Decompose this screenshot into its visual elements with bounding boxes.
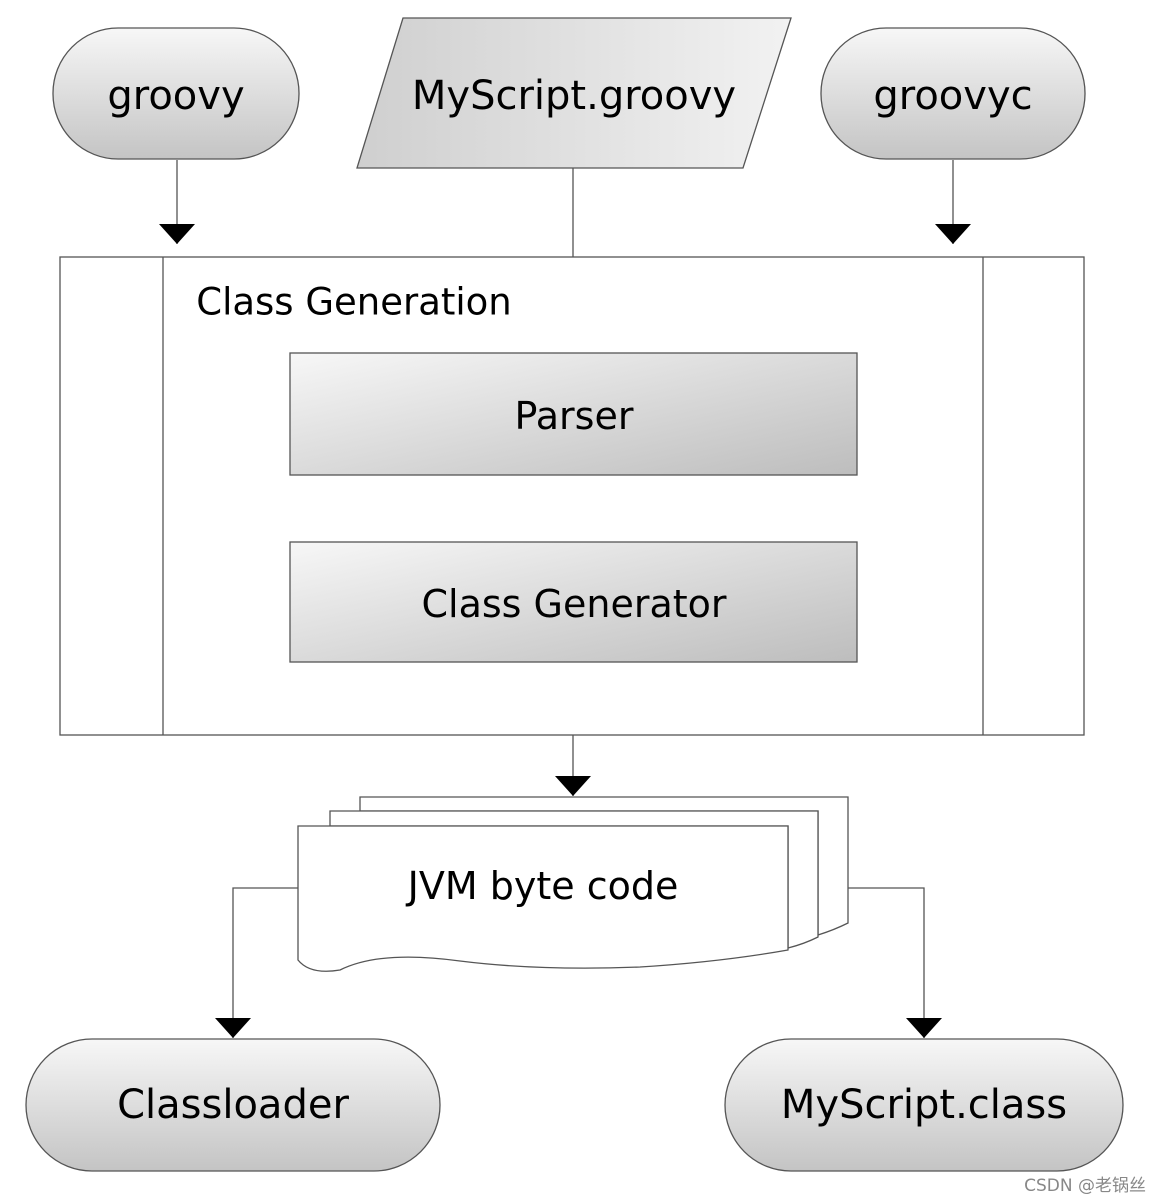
jvm-bytecode-label: JVM byte code — [406, 864, 679, 908]
class-generation-title: Class Generation — [196, 281, 512, 324]
class-generator-box: Class Generator — [289, 541, 858, 663]
classloader-terminator: Classloader — [25, 1038, 441, 1172]
groovyc-terminator: groovyc — [820, 27, 1086, 160]
arrow-bytecode-to-classloader — [215, 887, 298, 1038]
groovy-label: groovy — [107, 73, 244, 119]
parser-label: Parser — [515, 394, 634, 438]
parser-box: Parser — [289, 352, 858, 476]
groovyc-label: groovyc — [873, 73, 1032, 119]
groovy-terminator: groovy — [52, 27, 300, 160]
class-file-terminator: MyScript.class — [724, 1038, 1124, 1172]
class-file-label: MyScript.class — [781, 1082, 1067, 1128]
class-generator-label: Class Generator — [421, 582, 726, 626]
jvm-bytecode-documents: JVM byte code — [297, 796, 849, 972]
class-generation-process: Class Generation — [59, 256, 1085, 736]
classloader-label: Classloader — [117, 1082, 349, 1128]
arrow-bytecode-to-class-file — [848, 887, 942, 1038]
source-file-input: MyScript.groovy — [356, 17, 792, 169]
watermark-text: CSDN @老锅丝 — [1024, 1176, 1146, 1196]
source-file-label: MyScript.groovy — [412, 73, 736, 119]
